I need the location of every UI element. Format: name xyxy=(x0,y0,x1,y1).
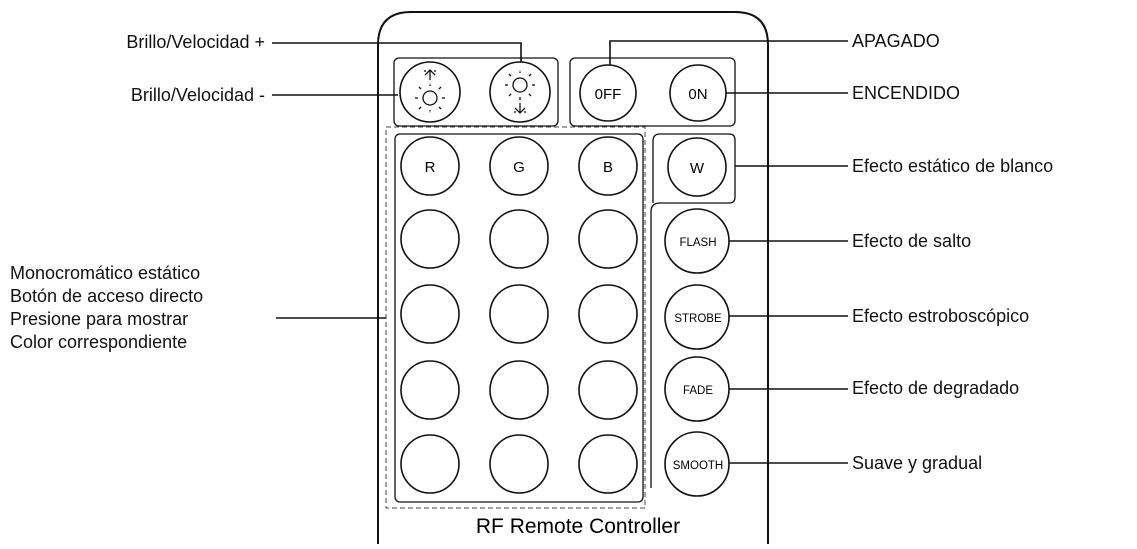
leader-off xyxy=(609,40,848,65)
fade-button[interactable]: FADE xyxy=(664,356,730,422)
label-off: APAGADO xyxy=(852,31,940,51)
color-button[interactable] xyxy=(578,209,638,269)
sun-arrow-down-icon xyxy=(505,70,535,114)
white-button-label: W xyxy=(690,160,705,177)
color-button[interactable] xyxy=(400,360,460,420)
label-monochrome-line-1: Monocromático estático xyxy=(10,263,201,283)
off-button[interactable]: 0FF xyxy=(579,64,637,122)
red-button-label: R xyxy=(425,159,436,176)
off-button-label: 0FF xyxy=(595,86,622,103)
white-button[interactable]: W xyxy=(667,137,727,197)
label-smooth: Suave y gradual xyxy=(852,453,983,473)
blue-button[interactable]: B xyxy=(578,136,638,196)
color-button[interactable] xyxy=(489,360,549,420)
label-monochrome: Monocromático estático Botón de acceso d… xyxy=(10,262,203,354)
color-button[interactable] xyxy=(489,209,549,269)
label-monochrome-line-4: Color correspondiente xyxy=(10,332,188,352)
label-monochrome-line-2: Botón de acceso directo xyxy=(10,286,204,306)
leader-brightness-plus xyxy=(272,42,522,62)
power-group-outline xyxy=(569,57,736,127)
color-group-outline xyxy=(394,133,644,503)
green-button[interactable]: G xyxy=(489,136,549,196)
on-button-label: 0N xyxy=(688,86,707,103)
color-button-grid xyxy=(400,209,638,494)
color-button[interactable] xyxy=(400,434,460,494)
brightness-down-button[interactable] xyxy=(399,61,461,123)
brightness-up-button[interactable] xyxy=(489,61,551,123)
color-button[interactable] xyxy=(400,284,460,344)
strobe-button-label: STROBE xyxy=(674,313,722,325)
label-white-static: Efecto estático de blanco xyxy=(852,156,1054,176)
white-effects-outline xyxy=(650,133,736,488)
remote-body xyxy=(377,11,769,544)
label-jump: Efecto de salto xyxy=(852,231,972,251)
label-brightness-minus: Brillo/Velocidad - xyxy=(130,85,265,105)
color-button[interactable] xyxy=(578,360,638,420)
fade-button-label: FADE xyxy=(683,385,713,397)
label-fade: Efecto de degradado xyxy=(852,378,1020,398)
strobe-button[interactable]: STROBE xyxy=(664,284,730,350)
label-strobe: Efecto estroboscópico xyxy=(852,306,1030,326)
color-button[interactable] xyxy=(400,209,460,269)
flash-button-label: FLASH xyxy=(679,237,716,249)
on-button[interactable]: 0N xyxy=(669,64,727,122)
remote-footer-text: RF Remote Controller xyxy=(476,515,680,538)
color-button[interactable] xyxy=(578,434,638,494)
leader-lines xyxy=(272,40,848,464)
brightness-group-outline xyxy=(393,57,559,127)
color-button[interactable] xyxy=(489,284,549,344)
label-on: ENCENDIDO xyxy=(852,83,961,103)
label-brightness-plus: Brillo/Velocidad + xyxy=(126,32,265,52)
label-monochrome-line-3: Presione para mostrar xyxy=(10,309,189,329)
red-button[interactable]: R xyxy=(400,136,460,196)
color-button[interactable] xyxy=(578,284,638,344)
color-button[interactable] xyxy=(489,434,549,494)
blue-button-label: B xyxy=(603,159,613,176)
green-button-label: G xyxy=(513,159,525,176)
smooth-button-label: SMOOTH xyxy=(673,460,723,472)
smooth-button[interactable]: SMOOTH xyxy=(664,431,730,497)
flash-button[interactable]: FLASH xyxy=(664,208,730,274)
sun-arrow-up-icon xyxy=(415,69,445,113)
